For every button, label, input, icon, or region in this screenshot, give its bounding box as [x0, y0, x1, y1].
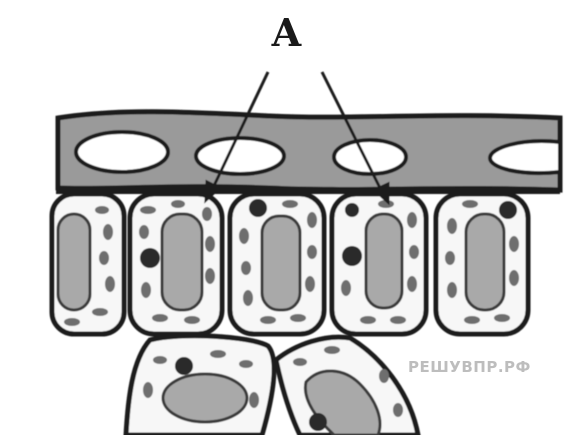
- watermark: РЕШУВПР.РФ: [408, 358, 531, 376]
- vacuole: [163, 374, 247, 422]
- chloroplast: [390, 316, 406, 324]
- chloroplast: [92, 308, 108, 316]
- chloroplast: [407, 212, 417, 228]
- chloroplast: [249, 392, 259, 408]
- chloroplast: [153, 356, 167, 364]
- cell-1: [52, 194, 124, 334]
- chloroplast: [464, 316, 480, 324]
- vacuole: [58, 214, 90, 310]
- epidermis-opening: [76, 132, 168, 172]
- chloroplast: [152, 314, 168, 322]
- chloroplast: [210, 350, 226, 358]
- chloroplast: [139, 225, 149, 239]
- chloroplast: [140, 206, 156, 214]
- cell-5: [436, 194, 528, 334]
- chloroplast: [447, 282, 457, 298]
- vacuole: [366, 214, 402, 308]
- nucleus: [140, 248, 160, 268]
- chloroplast: [141, 282, 151, 298]
- chloroplast: [64, 318, 80, 326]
- chloroplast: [393, 403, 403, 417]
- chloroplast: [205, 268, 215, 284]
- chloroplast: [324, 346, 340, 354]
- epidermis-opening: [196, 138, 284, 174]
- chloroplast: [171, 200, 185, 208]
- nucleus: [249, 199, 267, 217]
- epidermis-opening: [490, 141, 560, 173]
- nucleus: [342, 246, 362, 266]
- chloroplast: [409, 245, 419, 259]
- chloroplast: [305, 276, 315, 292]
- chloroplast: [239, 360, 253, 368]
- chloroplast: [379, 369, 389, 383]
- nucleus: [499, 201, 517, 219]
- chloroplast: [205, 236, 215, 252]
- cell-3: [230, 194, 324, 334]
- vacuole: [466, 214, 504, 310]
- chloroplast: [341, 280, 351, 296]
- chloroplast: [239, 228, 249, 244]
- chloroplast: [143, 382, 153, 398]
- chloroplast: [243, 290, 253, 306]
- nucleus: [345, 203, 359, 217]
- chloroplast: [105, 276, 115, 292]
- chloroplast: [494, 314, 510, 322]
- chloroplast: [103, 224, 113, 240]
- cell-2: [130, 194, 222, 334]
- chloroplast: [445, 251, 455, 265]
- lower-cell-right: [276, 337, 418, 435]
- nucleus: [309, 413, 327, 431]
- cell-4: [332, 194, 426, 334]
- chloroplast: [241, 261, 251, 275]
- chloroplast: [307, 245, 317, 259]
- chloroplast: [447, 218, 457, 234]
- chloroplast: [99, 251, 109, 265]
- chloroplast: [95, 206, 109, 214]
- label-a: А: [271, 14, 302, 52]
- chloroplast: [260, 316, 276, 324]
- chloroplast: [202, 207, 212, 221]
- chloroplast: [290, 314, 306, 322]
- chloroplast: [462, 200, 478, 208]
- chloroplast: [509, 236, 519, 252]
- nucleus: [175, 357, 193, 375]
- chloroplast: [407, 276, 417, 292]
- chloroplast: [509, 270, 519, 286]
- chloroplast: [184, 316, 200, 324]
- vacuole: [162, 214, 202, 310]
- chloroplast: [282, 200, 298, 208]
- lower-cell-left: [126, 336, 274, 435]
- chloroplast: [307, 212, 317, 228]
- vacuole: [262, 216, 300, 310]
- cell-row: [52, 194, 528, 334]
- chloroplast: [293, 358, 307, 366]
- chloroplast: [360, 316, 376, 324]
